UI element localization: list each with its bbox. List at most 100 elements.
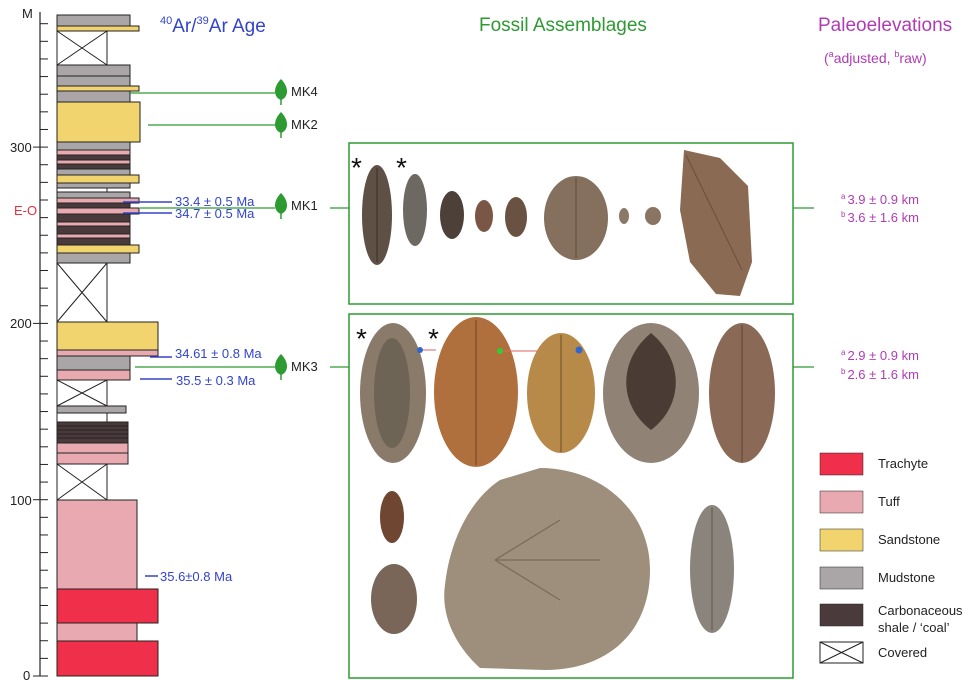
elevation-mk1-raw: b3.6 ± 1.6 km (841, 210, 919, 225)
layer-mudstone (57, 169, 130, 175)
paleo-title: Paleoelevations (818, 15, 952, 36)
layer-tuff (57, 222, 130, 226)
axis-tick-0: 0 (23, 668, 30, 680)
layer-coal (57, 434, 128, 438)
fossil-title: Fossil Assemblages (479, 15, 647, 36)
legend-label-coal-line2: shale / ‘coal’ (878, 620, 950, 635)
fossil-leaf (374, 338, 410, 448)
fossil-panel-mk1: * * (349, 143, 793, 304)
layer-coal (57, 155, 130, 160)
age-label-5: 35.6±0.8 Ma (160, 569, 233, 584)
layer-tuff (57, 150, 130, 155)
layer-tuff (57, 623, 137, 641)
layer-tuff (57, 500, 137, 589)
fossil-leaf (371, 564, 417, 634)
fossil-leaf (619, 208, 629, 224)
age-title: 40Ar/39Ar Age (160, 15, 266, 37)
legend-swatch-trachyte (820, 453, 863, 475)
fossil-leaf (440, 191, 464, 239)
axis-tick-300: 300 (10, 140, 32, 155)
lithology-column (57, 15, 158, 676)
axis-tick-100: 100 (10, 493, 32, 508)
layer-coal (57, 214, 130, 222)
legend-label-covered: Covered (878, 645, 927, 660)
legend-label-tuff: Tuff (878, 494, 900, 509)
layer-mudstone (57, 142, 130, 150)
paleoelevation-mk3: a2.9 ± 0.9 km b2.6 ± 1.6 km (793, 348, 919, 382)
layer-sandstone (57, 102, 140, 142)
layer-coal (57, 238, 130, 245)
site-markers: MK4 MK2 MK1 MK3 (130, 79, 349, 380)
elevation-mk1-adjusted: a3.9 ± 0.9 km (841, 192, 919, 207)
layer-coal (57, 164, 130, 169)
age-title-sup1: 40 (160, 15, 172, 27)
layer-sandstone (57, 86, 139, 91)
layer-covered (57, 188, 107, 192)
site-label-mk2: MK2 (291, 117, 318, 132)
layer-tuff (57, 370, 130, 380)
fossil-leaf (380, 491, 404, 543)
layer-coal (57, 426, 128, 430)
layer-trachyte (57, 641, 158, 676)
site-label-mk3: MK3 (291, 359, 318, 374)
eo-boundary-label: E-O (14, 203, 37, 218)
age-label-4: 35.5 ± 0.3 Ma (176, 373, 256, 388)
layer-tuff (57, 453, 128, 464)
elevation-mk3-adjusted: a2.9 ± 0.9 km (841, 348, 919, 363)
asterisk-marker: * (428, 323, 439, 354)
axis-tick-200: 200 (10, 316, 32, 331)
axis-unit-label: M (22, 6, 33, 21)
layer-mudstone (57, 192, 130, 198)
layer-mudstone (57, 406, 126, 413)
asterisk-marker: * (356, 323, 367, 354)
elevation-mk3-raw: b2.6 ± 1.6 km (841, 367, 919, 382)
legend-swatch-sandstone (820, 529, 863, 551)
leaf-icon (275, 354, 287, 380)
layer-mudstone (57, 76, 130, 86)
paleoelevation-mk1: a3.9 ± 0.9 km b3.6 ± 1.6 km (793, 192, 919, 225)
fossil-leaf (645, 207, 661, 225)
layer-coal (57, 430, 128, 434)
leaf-icon (275, 193, 287, 219)
age-title-rest: Ar Age (209, 16, 266, 37)
layer-tuff (57, 160, 130, 164)
site-label-mk4: MK4 (291, 84, 318, 99)
paleo-subtitle: (aadjusted, braw) (824, 49, 927, 66)
marker-dot (497, 348, 503, 354)
layer-sandstone (57, 245, 139, 253)
legend-label-coal-line1: Carbonaceous (878, 603, 963, 618)
depth-axis: M 300 200 100 0 E-O (10, 6, 48, 680)
layer-covered (57, 413, 107, 422)
layer-mudstone (57, 65, 130, 76)
layer-mudstone (57, 15, 130, 26)
fossil-leaf (505, 197, 527, 237)
asterisk-marker: * (396, 152, 407, 183)
layer-tuff (57, 443, 128, 453)
age-title-sup2: 39 (197, 15, 209, 27)
age-markers: 33.4 ± 0.5 Ma 34.7 ± 0.5 Ma 34.61 ± 0.8 … (123, 194, 262, 584)
leaf-icon (275, 112, 287, 138)
layer-mudstone (57, 356, 130, 370)
layer-sandstone (57, 26, 139, 31)
layer-trachyte (57, 589, 158, 623)
layer-coal (57, 438, 128, 443)
legend-swatch-coal (820, 604, 863, 626)
legend-label-mudstone: Mudstone (878, 570, 935, 585)
fossil-leaf (475, 200, 493, 232)
marker-dot (417, 347, 423, 353)
legend-swatch-mudstone (820, 567, 863, 589)
layer-tuff (57, 234, 130, 238)
legend-label-trachyte: Trachyte (878, 456, 928, 471)
site-label-mk1: MK1 (291, 198, 318, 213)
layer-coal (57, 422, 128, 426)
asterisk-marker: * (351, 152, 362, 183)
layer-coal (57, 226, 130, 234)
layer-tuff (57, 350, 158, 356)
fossil-panel-mk3: * * (349, 314, 793, 678)
layer-sandstone (57, 322, 158, 350)
legend-label-sandstone: Sandstone (878, 532, 940, 547)
fossil-leaf (403, 174, 427, 246)
layer-coal (57, 203, 130, 208)
legend-swatch-tuff (820, 491, 863, 513)
